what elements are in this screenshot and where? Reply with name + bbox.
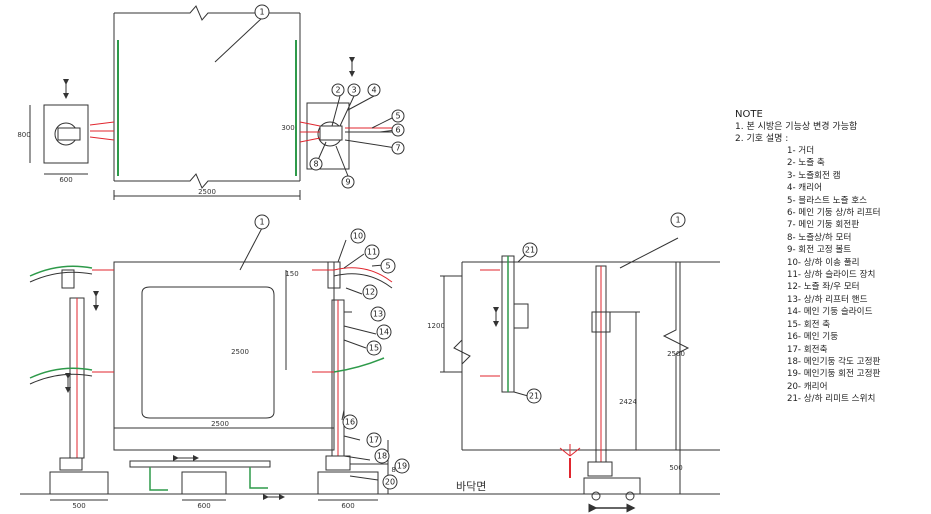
notes-line-2: 2. 기호 설명 :: [735, 134, 789, 144]
balloon-5b: 5: [385, 262, 390, 271]
balloon-18: 18: [377, 452, 387, 461]
balloon-1c: 1: [675, 216, 680, 225]
symbol-item: 10- 상/하 이송 풀리: [787, 257, 860, 268]
dim-base-mid: 600: [197, 502, 210, 510]
balloon-9: 9: [345, 178, 350, 187]
front-elevation: [20, 227, 430, 501]
balloon-21: 21: [525, 246, 535, 255]
dim-mid-width: 2500: [211, 420, 229, 428]
symbol-item: 18- 메인기둥 각도 고정판: [787, 356, 881, 367]
balloon-5: 5: [395, 112, 400, 121]
side-elevation: [420, 237, 720, 513]
symbol-item: 2- 노즐 축: [787, 158, 825, 169]
dim-side-1200: 1200: [427, 322, 445, 330]
balloon-8: 8: [313, 160, 318, 169]
balloon-11: 11: [367, 248, 377, 257]
balloon-13: 13: [373, 310, 383, 319]
balloon-10: 10: [353, 232, 363, 241]
notes-panel: NOTE 1. 본 시방은 기능상 변경 가능함 2. 기호 설명 : 1- 거…: [735, 108, 931, 406]
symbol-item: 12- 노즐 좌/우 모터: [787, 282, 860, 293]
symbol-item: 6- 메인 기둥 상/하 리프터: [787, 208, 881, 219]
balloon-14: 14: [379, 328, 389, 337]
dim-mid-height: 2500: [231, 348, 249, 356]
symbol-item: 3- 노즐회전 캠: [787, 170, 841, 181]
balloon-12: 12: [365, 288, 375, 297]
dim-side-2424: 2424: [619, 398, 637, 406]
dim-right-box-h: 300: [281, 124, 294, 132]
symbol-item: 13- 상/하 리프터 핸드: [787, 294, 868, 305]
balloon-6: 6: [395, 126, 400, 135]
notes-title: NOTE: [735, 109, 763, 120]
balloon-1b: 1: [259, 218, 264, 227]
dim-base-right: 600: [341, 502, 354, 510]
symbol-item: 17- 회전축: [787, 344, 828, 355]
symbol-item: 9- 회전 고정 볼트: [787, 245, 852, 256]
balloon-7: 7: [395, 144, 400, 153]
symbol-list: 1- 거더 2- 노즐 축 3- 노즐회전 캠 4- 캐리어 5- 블라스트 노…: [735, 145, 931, 406]
top-plan-view: [29, 5, 397, 200]
dim-left-box-h: 800: [17, 131, 30, 139]
dim-left-box-w: 600: [59, 176, 72, 184]
symbol-item: 8- 노즐상/하 모터: [787, 232, 852, 243]
symbol-item: 14- 메인 기둥 슬라이드: [787, 307, 873, 318]
symbol-item: 5- 블라스트 노즐 호스: [787, 195, 868, 206]
balloon-labels: 1 1 1 2 3 4 5 6 7 8 9 10 11 5 12 13 14 1…: [259, 8, 680, 487]
balloon-1: 1: [259, 8, 264, 17]
balloon-16: 16: [345, 418, 355, 427]
balloon-15: 15: [369, 344, 379, 353]
balloon-2: 2: [335, 86, 340, 95]
dim-150: 150: [285, 270, 298, 278]
symbol-item: 1- 거더: [787, 146, 815, 156]
symbol-item: 7- 메인 기둥 회전판: [787, 220, 860, 231]
symbol-item: 19- 메인기둥 회전 고정판: [787, 369, 881, 380]
balloon-21b: 21: [529, 392, 539, 401]
dim-top-width: 2500: [198, 188, 216, 196]
balloon-19: 19: [397, 462, 407, 471]
symbol-item: 11- 상/하 슬라이드 장치: [787, 270, 876, 281]
floor-label: 바닥면: [456, 480, 486, 493]
balloon-3: 3: [351, 86, 356, 95]
dim-side-2500: 2500: [667, 350, 685, 358]
symbol-item: 15- 회전 축: [787, 319, 831, 330]
balloon-17: 17: [369, 436, 379, 445]
balloons: [254, 4, 686, 490]
symbol-item: 4- 캐리어: [787, 183, 823, 194]
symbol-item: 21- 상/하 리미트 스위치: [787, 394, 876, 405]
balloon-20: 20: [385, 478, 395, 487]
dim-side-500: 500: [669, 464, 682, 472]
dim-base-left: 500: [72, 502, 85, 510]
notes-line-1: 1. 본 시방은 기능상 변경 가능함: [735, 122, 858, 132]
balloon-4: 4: [371, 86, 376, 95]
symbol-item: 20- 캐리어: [787, 381, 828, 392]
symbol-item: 16- 메인 기둥: [787, 332, 839, 343]
